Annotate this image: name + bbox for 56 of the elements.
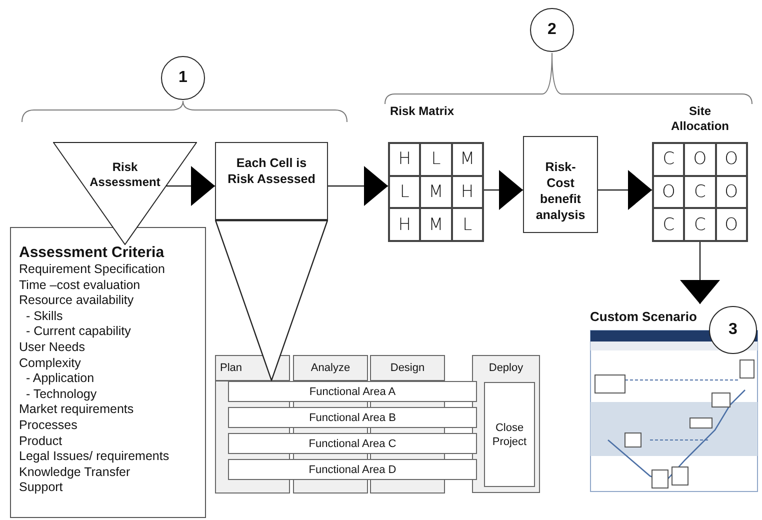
criteria-item: User Needs bbox=[19, 340, 85, 356]
matrix-cell: H bbox=[389, 208, 420, 241]
matrix-cell: C bbox=[684, 208, 716, 241]
criteria-item: Market requirements bbox=[19, 402, 134, 418]
matrix-cell: L bbox=[420, 143, 452, 176]
matrix-cell: O bbox=[684, 143, 716, 176]
criteria-item: Processes bbox=[19, 418, 78, 434]
arrow bbox=[328, 166, 388, 206]
swimlane-bar: Functional Area C bbox=[228, 433, 477, 454]
criteria-item: Requirement Specification bbox=[19, 262, 165, 278]
criteria-item: Knowledge Transfer bbox=[19, 464, 130, 480]
matrix-cell: C bbox=[653, 143, 684, 176]
criteria-item: Product bbox=[19, 434, 62, 450]
process-box: Each Cell is Risk Assessed bbox=[215, 142, 328, 220]
callout-circle: 1 bbox=[161, 56, 205, 100]
criteria-item: Legal Issues/ requirements bbox=[19, 449, 170, 465]
panel-heading: Assessment Criteria bbox=[19, 244, 164, 262]
matrix-cell: C bbox=[653, 208, 684, 241]
matrix-cell: M bbox=[420, 176, 452, 208]
matrix-cell: H bbox=[452, 176, 483, 208]
criteria-item: Complexity bbox=[19, 356, 81, 372]
criteria-item: - Skills bbox=[24, 308, 63, 324]
swimlane-bar: Functional Area B bbox=[228, 407, 477, 428]
matrix-cell: L bbox=[389, 176, 420, 208]
criteria-item: - Technology bbox=[24, 386, 97, 402]
grid-heading: Risk Matrix bbox=[390, 104, 456, 119]
process-box: Close Project bbox=[484, 382, 535, 487]
phase-column: Analyze bbox=[293, 355, 368, 381]
phase-column: Design bbox=[370, 355, 445, 381]
matrix-cell: O bbox=[716, 176, 747, 208]
matrix-cell: O bbox=[716, 208, 747, 241]
swimlane-bar: Functional Area D bbox=[228, 459, 477, 480]
criteria-item: - Current capability bbox=[24, 324, 131, 340]
triangle-label: Risk Assessment bbox=[88, 160, 162, 190]
matrix-cell: L bbox=[452, 208, 483, 241]
swimlane-bar: Functional Area A bbox=[228, 381, 477, 402]
matrix-cell: M bbox=[452, 143, 483, 176]
matrix-cell: M bbox=[420, 208, 452, 241]
picture-title: Custom Scenario bbox=[590, 309, 697, 324]
criteria-item: Resource availability bbox=[19, 293, 134, 309]
matrix-cell: O bbox=[716, 143, 747, 176]
matrix-cell: H bbox=[389, 143, 420, 176]
phase-column: Deploy Close Project bbox=[472, 355, 540, 493]
matrix-cell: C bbox=[684, 176, 716, 208]
criteria-item: Time –cost evaluation bbox=[19, 278, 140, 294]
callout-circle: 2 bbox=[530, 8, 574, 52]
criteria-item: Support bbox=[19, 480, 63, 496]
criteria-item: - Application bbox=[24, 371, 94, 387]
matrix-cell: O bbox=[653, 176, 684, 208]
arrow bbox=[680, 242, 720, 304]
arrow bbox=[484, 170, 524, 210]
arrow bbox=[598, 170, 652, 210]
process-box: Risk-Cost benefit analysis bbox=[523, 136, 598, 233]
grid-heading: Site Allocation bbox=[670, 104, 730, 134]
callout-circle: 3 bbox=[709, 306, 757, 354]
arrow bbox=[166, 166, 216, 206]
